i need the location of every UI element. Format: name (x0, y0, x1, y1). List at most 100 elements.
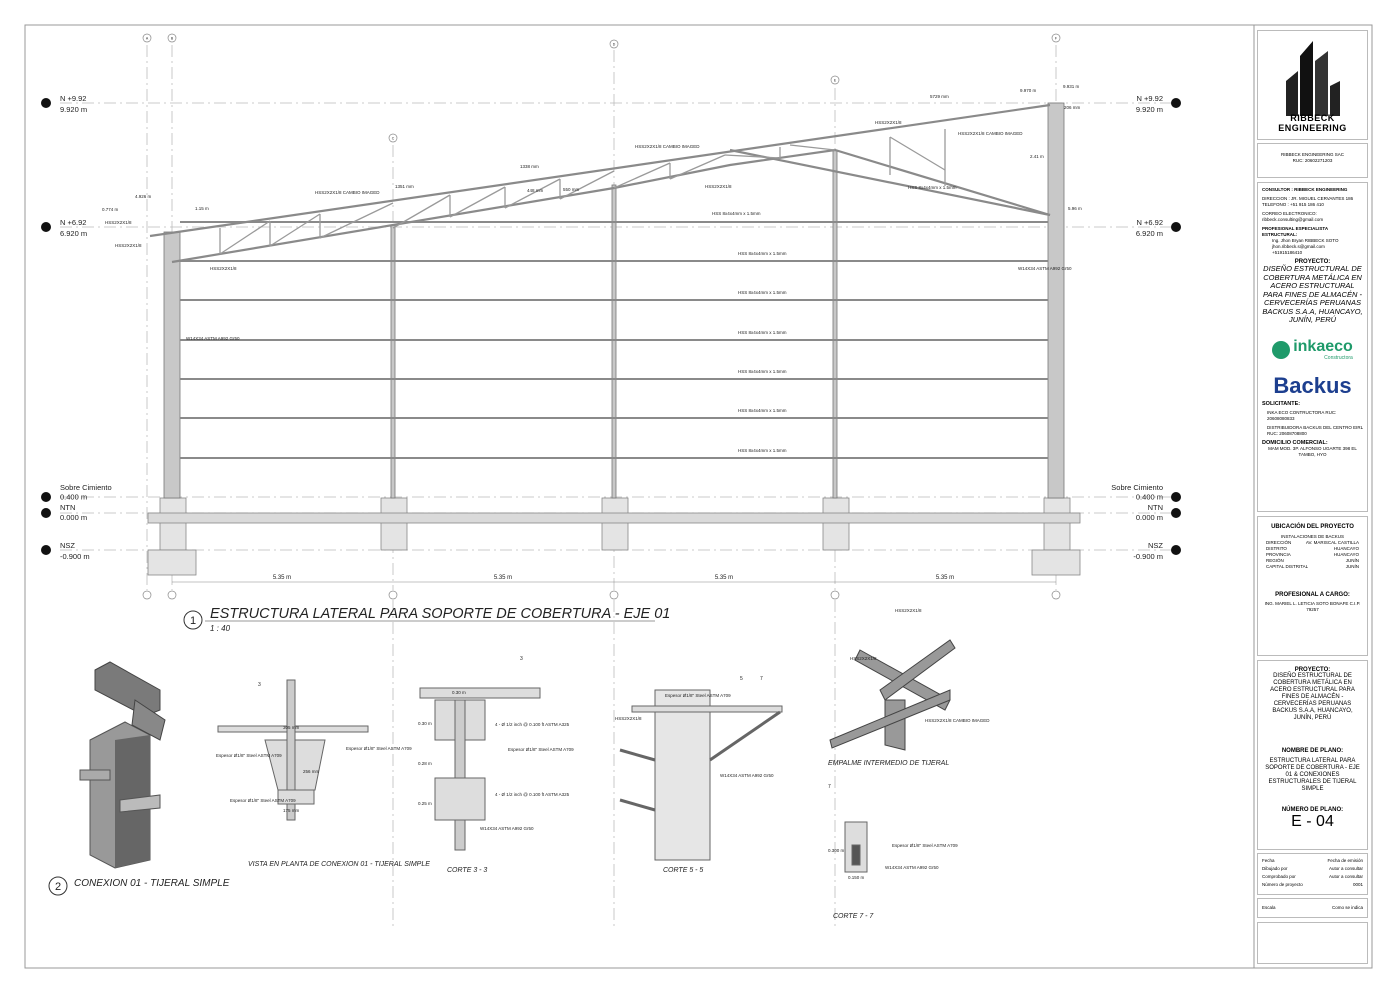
note-label: Espesor Ø1/8" Steel ASTM A709 (230, 798, 296, 803)
info-value: Autor a consultar (1328, 874, 1363, 879)
inkaeco-leaf-icon (1272, 340, 1291, 359)
telefono: TELEFONO : +51 915 186 410 (1262, 202, 1324, 207)
level-value: 9.920 m (60, 105, 87, 114)
note-label: W14X34 ASTM A992 Gr50 (720, 773, 774, 778)
member-label: HSS2X2X1/8 CAMBIO IMAGED (635, 144, 700, 149)
roof-truss (149, 103, 1051, 264)
correo: ribbeck.consulting@gmail.com (1262, 217, 1324, 222)
member-label: HSS2X2X1/8 (875, 120, 902, 125)
level-value: 6.920 m (1136, 229, 1163, 238)
note-label: W14X34 ASTM A992 Gr50 (480, 826, 534, 831)
view-number: 1 (190, 615, 196, 627)
level-name: NSZ (60, 541, 75, 550)
level-value: 0.400 m (60, 493, 87, 502)
note-label: Espesor Ø1/8" Steel ASTM A709 (508, 747, 574, 752)
note-label: 4 - Ø 1/2 inch @ 0.100 ft ASTM A325 (495, 792, 570, 797)
inkaeco-name: inkaeco (1293, 337, 1353, 355)
grid-lines (60, 45, 1180, 930)
proyecto2-text: DISEÑO ESTRUCTURAL DE COBERTURA METÁLICA… (1270, 673, 1355, 721)
level-name: NSZ (1148, 541, 1163, 550)
dimension-label: 9.970 m (1020, 88, 1037, 93)
correo-label: CORREO ELECTRONICO: (1262, 211, 1317, 216)
member-label: HSS 8x4x4mm x 1.5mm (712, 211, 761, 216)
section-mark: 3 (520, 656, 523, 662)
detail-title: CORTE 3 - 3 (447, 867, 487, 874)
inkaeco-logo: inkaeco Constructora (1262, 337, 1363, 361)
ubicacion-key: DIRECCIÓN (1266, 540, 1292, 545)
level-name: NTN (60, 503, 75, 512)
ubicacion-value: JUNÍN (1345, 558, 1359, 563)
corte-3-3-drawing (419, 687, 541, 851)
backus-logo: Backus (1273, 372, 1352, 398)
level-name: N +9.92 (1137, 94, 1163, 103)
empty-box (1257, 922, 1368, 964)
span-dimension: 5.35 m (494, 575, 512, 581)
ubicacion-value: JUNÍN (1345, 564, 1359, 569)
logo-box: RIBBECK ENGINEERING (1257, 30, 1368, 140)
span-dimension: 5.35 m (936, 575, 954, 581)
level-markers (41, 98, 1181, 555)
ubicacion-value: AV. MARISCAL CASTILLA (1305, 540, 1359, 545)
sheet-border (24, 24, 1373, 969)
level-name: N +9.92 (60, 94, 86, 103)
member-label: HSS2X2X1/8 (210, 266, 237, 271)
columns (163, 102, 1065, 499)
member-label: HSS 8x4x4mm x 1.5mm (738, 369, 787, 374)
dimension-label: 9.931 m (1063, 84, 1080, 89)
nombre-plano-label: NOMBRE DE PLANO: (1281, 748, 1344, 754)
detail-number-circle (48, 876, 68, 896)
note-label: 4 - Ø 1/2 inch @ 0.100 ft ASTM A325 (495, 722, 570, 727)
section-mark: 7 (828, 784, 831, 790)
info-value: Fecha de emisión (1327, 858, 1363, 863)
proyecto-text: DISEÑO ESTRUCTURAL DE COBERTURA METÁLICA… (1262, 264, 1363, 324)
consultant-box: CONSULTOR : RIBBECK ENGINEERING DIRECCIO… (1257, 182, 1368, 512)
detail-title: CONEXION 01 - TIJERAL SIMPLE (74, 878, 230, 889)
dimension-label: 0.300 m (828, 848, 845, 853)
note-label: W14X34 ASTM A992 Gr50 (885, 865, 939, 870)
member-label: W14X34 ASTM A992 Gr50 (1018, 266, 1072, 271)
dimension-label: 305 mm (283, 725, 300, 730)
company-box: RIBBECK ENGINEERING SAC RUC: 20602271203 (1257, 143, 1368, 178)
note-label: HSS2X2X1/8 (895, 608, 922, 613)
member-label: HSS 8x4x4mm x 1.5mm (738, 408, 787, 413)
consultor-label: CONSULTOR : RIBBECK ENGINEERING (1262, 187, 1348, 192)
level-value: 0.400 m (1136, 493, 1163, 502)
section-mark: 5 (740, 676, 743, 682)
detail-title: VISTA EN PLANTA DE CONEXION 01 - TIJERAL… (248, 861, 430, 868)
view-title: ESTRUCTURA LATERAL PARA SOPORTE DE COBER… (210, 606, 670, 622)
note-label: HSS2X2X1/8 (615, 716, 642, 721)
dimension-label: 0.150 m (848, 875, 865, 880)
company-ruc: RUC: 20602271203 (1292, 158, 1333, 163)
empalme-drawing (829, 639, 956, 751)
level-name: N +6.92 (60, 218, 86, 227)
dimension-label: 206 mm (1064, 105, 1081, 110)
member-label: HSS2X2X1/8 (115, 243, 142, 248)
dimension-label: 1351 mm (395, 184, 414, 189)
dimension-label: 4.926 m (135, 194, 152, 199)
dimension-label: 0.30 m (452, 690, 466, 695)
dimension-label: 0.28 m (418, 761, 432, 766)
dimension-label: 0.774 m (102, 207, 119, 212)
level-value: 0.000 m (60, 513, 87, 522)
dimension-label: 256 mm (303, 769, 320, 774)
note-label: HSS2X2X1/8 (850, 656, 877, 661)
grid-bubble-label: E (834, 79, 837, 83)
girts (180, 221, 1048, 459)
level-name: Sobre Cimiento (60, 483, 112, 492)
info-key: Número de proyecto (1262, 882, 1303, 887)
especialista: Ing. Jhon Bryan RIBBECK SOTO (1272, 238, 1339, 243)
conexion-isometric (79, 661, 166, 869)
dimension-label: 5.96 m (1068, 206, 1082, 211)
detail-title: CORTE 7 - 7 (833, 913, 874, 920)
span-dimension: 5.35 m (715, 575, 733, 581)
span-dimension: 5.35 m (273, 575, 291, 581)
escala-key: Escala (1262, 905, 1276, 910)
plano-box: PROYECTO: DISEÑO ESTRUCTURAL DE COBERTUR… (1257, 660, 1368, 850)
view-number-circle (183, 610, 203, 630)
